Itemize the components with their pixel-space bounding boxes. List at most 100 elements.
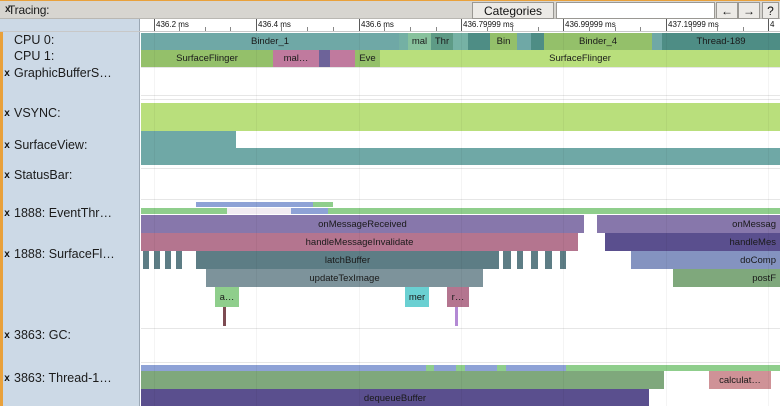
- search-input[interactable]: [556, 2, 715, 19]
- flow-arrow[interactable]: [223, 307, 226, 326]
- trace-slice[interactable]: Thread-189: [662, 33, 780, 50]
- trace-slice[interactable]: doComp: [631, 251, 780, 269]
- trace-slice-unlabeled[interactable]: [141, 103, 780, 131]
- trace-slice-unlabeled[interactable]: [566, 365, 780, 371]
- grid-line: [359, 32, 360, 406]
- trace-slice-unlabeled[interactable]: [503, 251, 511, 269]
- trace-slice[interactable]: Eve: [355, 50, 380, 67]
- trace-slice-unlabeled[interactable]: [227, 208, 291, 214]
- close-track-icon[interactable]: x: [4, 372, 10, 384]
- trace-slice-unlabeled[interactable]: [465, 365, 497, 371]
- sidebar-item-label: 1888: SurfaceFl…: [14, 247, 115, 261]
- trace-slice-unlabeled[interactable]: [426, 365, 434, 371]
- trace-slice-unlabeled[interactable]: [652, 33, 662, 50]
- trace-slice-unlabeled[interactable]: [154, 251, 160, 269]
- sidebar-item[interactable]: xCPU 0:: [0, 32, 140, 48]
- sidebar-item[interactable]: x 1888: SurfaceFl…: [0, 246, 140, 262]
- close-track-icon[interactable]: x: [4, 169, 10, 181]
- trace-slice-unlabeled[interactable]: [141, 208, 227, 214]
- trace-slice[interactable]: Binder_1: [141, 33, 399, 50]
- close-track-icon[interactable]: x: [4, 207, 10, 219]
- trace-slice-unlabeled[interactable]: [313, 202, 333, 207]
- trace-slice[interactable]: onMessag: [597, 215, 780, 233]
- trace-slice[interactable]: r…: [447, 287, 469, 307]
- trace-slice-unlabeled[interactable]: [176, 251, 182, 269]
- track-divider: [141, 362, 780, 363]
- trace-slice[interactable]: SurfaceFlinger: [141, 50, 273, 67]
- close-track-icon[interactable]: x: [4, 248, 10, 260]
- page-title: Tracing:: [8, 3, 50, 17]
- trace-slice-unlabeled[interactable]: [319, 50, 330, 67]
- trace-slice[interactable]: dequeueBuffer: [141, 389, 649, 406]
- trace-slice-unlabeled[interactable]: [165, 251, 171, 269]
- trace-slice-unlabeled[interactable]: [141, 365, 426, 371]
- ruler-minor-tick: [487, 27, 488, 31]
- trace-slice[interactable]: mer: [405, 287, 429, 307]
- ruler-minor-tick: [436, 27, 437, 31]
- trace-slice[interactable]: calculat…: [709, 371, 771, 389]
- help-button[interactable]: ?: [762, 2, 779, 19]
- trace-slice-unlabeled[interactable]: [328, 208, 780, 214]
- trace-slice-unlabeled[interactable]: [468, 33, 490, 50]
- ruler-minor-tick: [717, 27, 718, 31]
- trace-slice-unlabeled[interactable]: [143, 251, 149, 269]
- trace-slice[interactable]: onMessageReceived: [141, 215, 584, 233]
- ruler-minor-tick: [179, 27, 180, 31]
- ruler-minor-tick: [230, 27, 231, 31]
- trace-slice-unlabeled[interactable]: [141, 148, 780, 165]
- close-track-icon[interactable]: x: [4, 67, 10, 79]
- close-track-icon[interactable]: x: [4, 107, 10, 119]
- close-icon[interactable]: x: [5, 4, 11, 15]
- trace-slice[interactable]: Thr: [431, 33, 453, 50]
- trace-slice-unlabeled[interactable]: [196, 202, 313, 207]
- trace-slice-unlabeled[interactable]: [497, 365, 506, 371]
- trace-slice[interactable]: latchBuffer: [196, 251, 499, 269]
- trace-slice[interactable]: handleMes: [605, 233, 780, 251]
- trace-slice-unlabeled[interactable]: [531, 33, 544, 50]
- trace-slice[interactable]: postF: [673, 269, 780, 287]
- trace-slice-unlabeled[interactable]: [517, 33, 531, 50]
- trace-slice[interactable]: SurfaceFlinger: [380, 50, 780, 67]
- sidebar-item[interactable]: xCPU 1:: [0, 48, 140, 64]
- trace-slice-unlabeled[interactable]: [531, 251, 538, 269]
- trace-slice-unlabeled[interactable]: [560, 251, 566, 269]
- next-result-button[interactable]: →: [738, 2, 760, 19]
- trace-slice[interactable]: Bin: [490, 33, 517, 50]
- trace-slice[interactable]: a…: [215, 287, 239, 307]
- grid-line: [256, 32, 257, 406]
- track-divider: [141, 99, 780, 100]
- trace-slice-unlabeled[interactable]: [506, 365, 566, 371]
- trace-slice-unlabeled[interactable]: [456, 365, 465, 371]
- trace-slice-unlabeled[interactable]: [434, 365, 456, 371]
- trace-slice[interactable]: handleMessageInvalidate: [141, 233, 578, 251]
- close-track-icon[interactable]: x: [4, 139, 10, 151]
- trace-slice-unlabeled[interactable]: [453, 33, 468, 50]
- trace-slice[interactable]: mal…: [273, 50, 319, 67]
- prev-result-button[interactable]: ←: [716, 2, 738, 19]
- flow-arrow[interactable]: [455, 307, 458, 326]
- ruler-minor-tick: [615, 27, 616, 31]
- trace-slice-unlabeled[interactable]: [141, 371, 664, 389]
- trace-slice-unlabeled[interactable]: [291, 208, 328, 214]
- categories-button[interactable]: Categories: [472, 2, 554, 19]
- trace-slice[interactable]: updateTexImage: [206, 269, 483, 287]
- ruler-tick-label: 436.6 ms: [359, 19, 394, 31]
- trace-slice-unlabeled[interactable]: [517, 251, 523, 269]
- trace-slice[interactable]: Binder_4: [544, 33, 652, 50]
- trace-slice-unlabeled[interactable]: [330, 50, 355, 67]
- close-track-icon[interactable]: x: [4, 329, 10, 341]
- trace-slice-unlabeled[interactable]: [399, 33, 408, 50]
- trace-slice[interactable]: mal: [408, 33, 431, 50]
- trace-slice-unlabeled[interactable]: [545, 251, 552, 269]
- trace-slice-unlabeled[interactable]: [141, 131, 236, 148]
